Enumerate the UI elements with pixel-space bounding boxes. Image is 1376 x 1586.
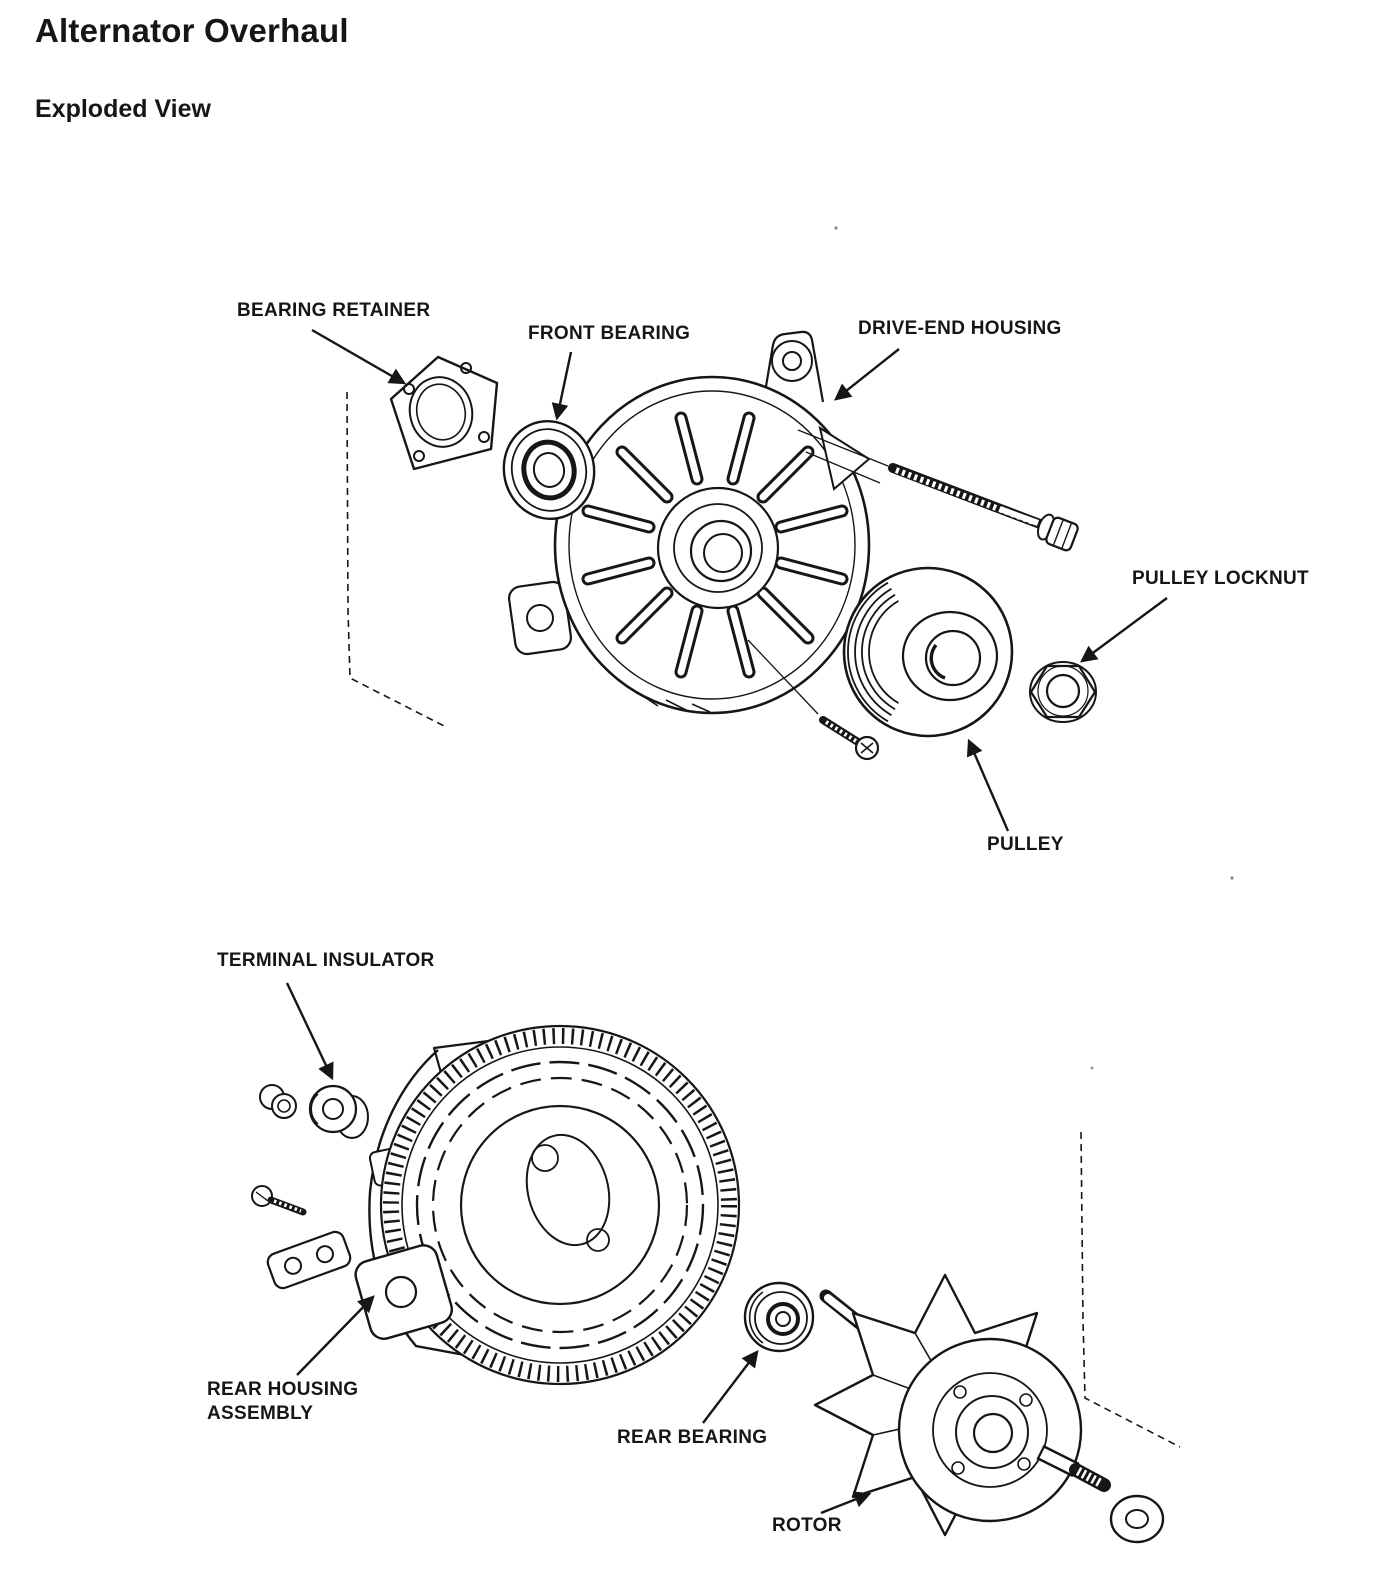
pulley-part	[842, 566, 1014, 738]
label-pulley-locknut: PULLEY LOCKNUT	[1132, 568, 1309, 589]
terminal-insulator-arrow	[285, 982, 334, 1081]
pulley-locknut-part	[1029, 661, 1097, 723]
front-bearing-part	[502, 419, 596, 521]
pulley-screw-part	[747, 639, 880, 761]
label-rear-housing-line2: ASSEMBLY	[207, 1403, 314, 1424]
label-rear-housing-line1: REAR HOUSING	[207, 1379, 359, 1400]
stator-part	[379, 1024, 741, 1386]
rear-bearing-part	[743, 1281, 815, 1353]
rotor-arrow	[820, 1491, 872, 1515]
bearing-retainer-part	[389, 355, 499, 471]
frame-dashed-lines	[346, 391, 1181, 1448]
label-front-bearing: FRONT BEARING	[528, 323, 691, 344]
label-bearing-retainer: BEARING RETAINER	[237, 300, 431, 321]
label-drive-end-housing: DRIVE-END HOUSING	[858, 318, 1062, 339]
pulley-locknut-arrow	[1079, 597, 1168, 663]
label-rotor: ROTOR	[772, 1515, 842, 1536]
label-pulley: PULLEY	[987, 834, 1064, 855]
bearing-retainer-arrow	[311, 328, 407, 385]
drive-end-housing-part	[507, 330, 871, 715]
rear-housing-arrow	[296, 1295, 375, 1376]
pulley-arrow	[966, 738, 1010, 832]
terminal-insulator-part	[259, 1084, 369, 1139]
label-terminal-insulator: TERMINAL INSULATOR	[217, 950, 435, 971]
front-bearing-arrow	[551, 351, 573, 421]
label-rear-housing-assembly: REAR HOUSING ASSEMBLY	[207, 1378, 358, 1426]
leader-arrows	[285, 328, 1168, 1515]
scan-speck	[834, 226, 1234, 1070]
rotor-part	[813, 1273, 1165, 1544]
page-title: Alternator Overhaul	[35, 12, 349, 49]
rear-bearing-arrow	[702, 1349, 759, 1424]
through-bolt-part	[797, 429, 1079, 552]
drive-end-housing-arrow	[834, 348, 900, 401]
label-rear-bearing: REAR BEARING	[617, 1427, 768, 1448]
rear-bolt-bracket-part	[251, 1185, 352, 1290]
page-subtitle: Exploded View	[35, 95, 211, 123]
